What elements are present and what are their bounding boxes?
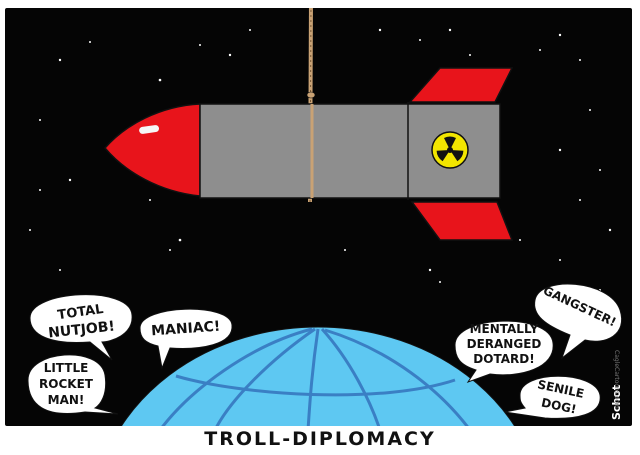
rocket-fin-top [408, 67, 514, 103]
svg-text:LITTLE: LITTLE [44, 361, 89, 375]
rocket-fin-bottom [410, 201, 514, 241]
cartoon-caption: TROLL-DIPLOMACY [204, 428, 436, 450]
svg-text:DOTARD!: DOTARD! [473, 352, 534, 366]
speech-bubble-little-rocket-man: LITTLE ROCKET MAN! [27, 354, 119, 415]
svg-text:NUTJOB!: NUTJOB! [48, 319, 116, 342]
nose-highlight [139, 125, 160, 134]
speech-bubble-mentally-deranged-dotard: MENTALLY DERANGED DOTARD! [454, 320, 554, 383]
speech-bubble-total-nutjob: TOTAL NUTJOB! [29, 294, 133, 361]
cartoon-panel: TOTAL NUTJOB! MANIAC! LITTLE ROCKET MAN!… [5, 8, 632, 426]
svg-text:MANIAC!: MANIAC! [151, 319, 221, 340]
svg-text:DERANGED: DERANGED [467, 337, 542, 351]
speech-bubble-maniac: MANIAC! [139, 308, 233, 370]
svg-text:MENTALLY: MENTALLY [470, 322, 539, 336]
cartoon-artwork: TOTAL NUTJOB! MANIAC! LITTLE ROCKET MAN!… [27, 8, 623, 426]
svg-text:ROCKET: ROCKET [39, 377, 94, 391]
stars [29, 28, 612, 291]
svg-text:TOTAL: TOTAL [57, 302, 105, 323]
globe [120, 326, 516, 426]
svg-text:MAN!: MAN! [48, 393, 85, 407]
artist-signature: Schot [610, 385, 623, 420]
speech-bubble-senile-dog: SENILE DOG! [504, 375, 601, 419]
radiation-icon [431, 131, 469, 169]
rocket-nose [104, 103, 201, 197]
